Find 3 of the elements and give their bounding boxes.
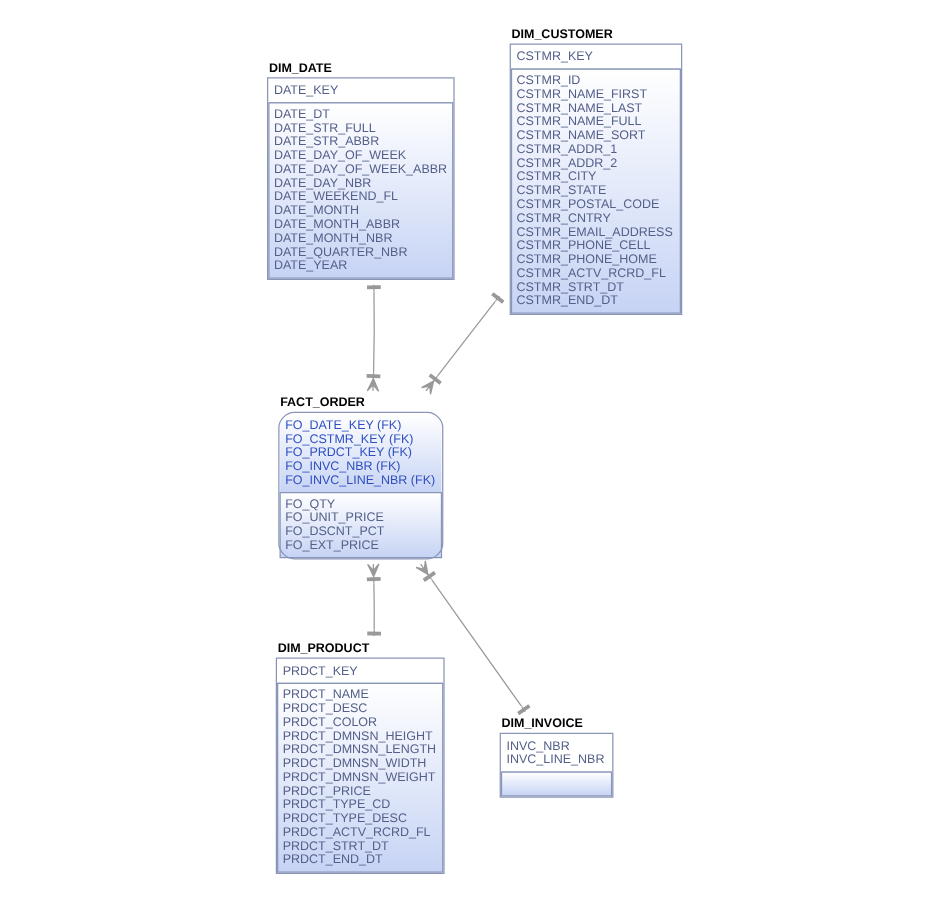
connector [415, 560, 531, 716]
connector [366, 284, 381, 392]
connector [420, 292, 505, 396]
